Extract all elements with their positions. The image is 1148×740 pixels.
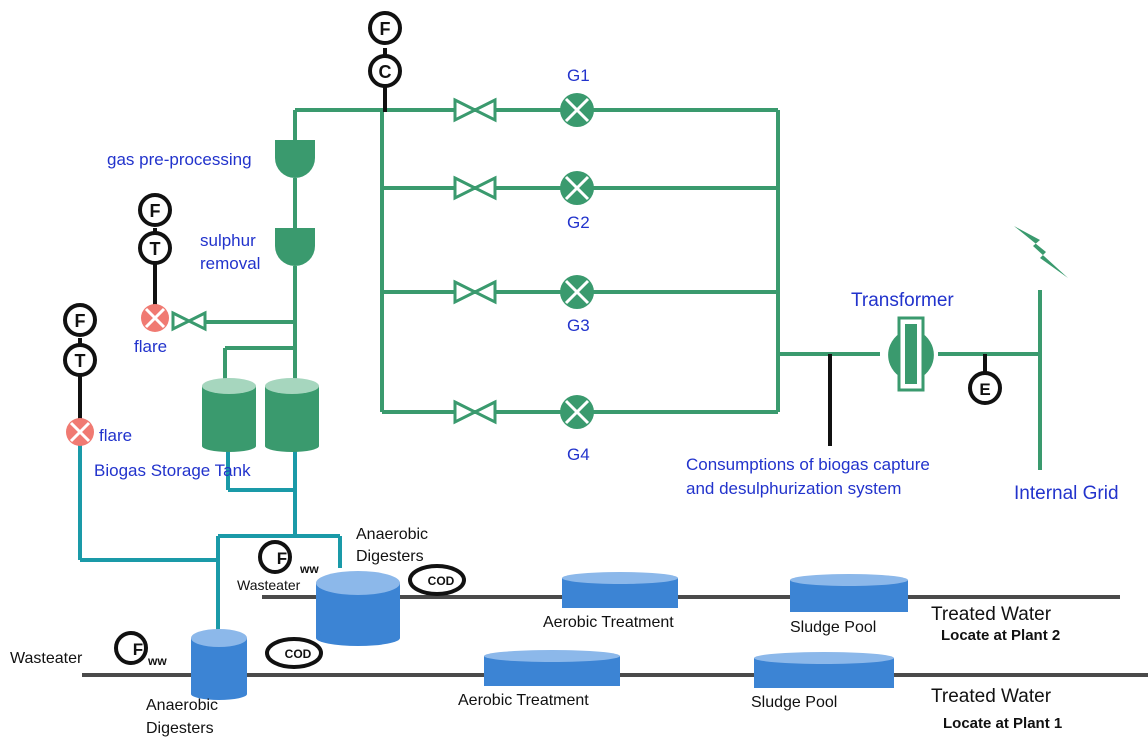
- flare-icon: [66, 418, 94, 446]
- instrument-flare-upper-flow: F: [138, 193, 172, 227]
- digester-bottom-label-line2: Digesters: [146, 720, 214, 737]
- gas-preprocessing-vessel: [275, 140, 315, 178]
- aerobic-tank-bottom: [484, 650, 620, 686]
- svg-text:F: F: [150, 201, 161, 221]
- generator-icon[interactable]: [560, 171, 594, 205]
- valve-icon[interactable]: [171, 310, 207, 332]
- svg-text:COD: COD: [428, 574, 455, 588]
- wastewater-bottom-label: Wasteater: [10, 650, 83, 667]
- instrument-ww-flow-top: F ww: [258, 540, 319, 576]
- instrument-flare-lower-flow: F: [63, 303, 97, 337]
- storage-tank-label: Biogas Storage Tank: [94, 461, 251, 480]
- collection-pipes: [78, 445, 342, 630]
- instrument-flare-upper-temp: T: [138, 231, 172, 265]
- svg-text:F: F: [133, 640, 143, 659]
- treated-water-top-label: Treated Water: [931, 604, 1052, 625]
- digester-top-label-line1: Anaerobic: [356, 526, 428, 543]
- internal-grid-label: Internal Grid: [1014, 483, 1119, 504]
- svg-text:E: E: [979, 380, 990, 399]
- transformer-label: Transformer: [851, 290, 954, 311]
- digester-bottom-label-line1: Anaerobic: [146, 697, 218, 714]
- valve-icon[interactable]: [453, 97, 497, 123]
- flare-icon: [141, 304, 169, 332]
- generator-icon[interactable]: [560, 395, 594, 429]
- aerobic-tank-top: [562, 572, 678, 608]
- transformer-icon: [888, 316, 934, 392]
- generator-g1-label: G1: [567, 66, 590, 85]
- consumption-label-line2: and desulphurization system: [686, 479, 901, 498]
- svg-text:ww: ww: [299, 562, 319, 576]
- generator-g3-label: G3: [567, 316, 590, 335]
- sludge-pool-bottom: [754, 652, 894, 688]
- anaerobic-digester-bottom: [191, 629, 247, 700]
- storage-tank-right: [265, 378, 319, 452]
- svg-text:T: T: [150, 239, 161, 259]
- valve-icon[interactable]: [453, 279, 497, 305]
- aerobic-top-label: Aerobic Treatment: [543, 614, 674, 631]
- instrument-ww-flow-bottom: F ww: [114, 631, 167, 668]
- sludge-pool-top: [790, 574, 908, 612]
- sludge-top-label: Sludge Pool: [790, 619, 876, 636]
- treated-water-bottom-label: Treated Water: [931, 686, 1052, 707]
- instrument-flare-lower-temp: T: [63, 343, 97, 377]
- aerobic-bottom-label: Aerobic Treatment: [458, 692, 589, 709]
- plant1-label: Locate at Plant 1: [943, 715, 1062, 732]
- instrument-energy-meter: E: [968, 371, 1002, 405]
- digester-top-label-line2: Digesters: [356, 548, 424, 565]
- valve-icon[interactable]: [453, 399, 497, 425]
- svg-text:C: C: [379, 62, 392, 82]
- svg-text:COD: COD: [285, 647, 312, 661]
- instrument-cod-top: COD: [408, 564, 466, 596]
- flare-lower-label: flare: [99, 426, 132, 445]
- flare-upper-label: flare: [134, 337, 167, 356]
- instrument-cod-bottom: COD: [265, 637, 323, 669]
- sulphur-removal-vessel: [275, 228, 315, 266]
- svg-text:F: F: [380, 19, 391, 39]
- svg-text:ww: ww: [147, 654, 167, 668]
- instrument-gas-flow: F: [368, 11, 402, 45]
- consumption-label-line1: Consumptions of biogas capture: [686, 455, 930, 474]
- anaerobic-digester-top: [316, 571, 400, 646]
- generator-g4-label: G4: [567, 445, 590, 464]
- generator-icon[interactable]: [560, 93, 594, 127]
- storage-tank-left: [202, 378, 256, 452]
- generator-icon[interactable]: [560, 275, 594, 309]
- gas-preprocessing-label: gas pre-processing: [107, 150, 252, 169]
- generator-g2-label: G2: [567, 213, 590, 232]
- valve-icon[interactable]: [453, 175, 497, 201]
- instrument-gas-composition: C: [368, 54, 402, 88]
- sludge-bottom-label: Sludge Pool: [751, 694, 837, 711]
- wastewater-top-label: Wasteater: [237, 577, 301, 593]
- sulphur-label-line2: removal: [200, 254, 260, 273]
- svg-text:T: T: [75, 351, 86, 371]
- plant2-label: Locate at Plant 2: [941, 627, 1060, 644]
- lightning-icon: [1014, 226, 1068, 278]
- svg-text:F: F: [277, 549, 287, 568]
- sulphur-label-line1: sulphur: [200, 231, 256, 250]
- svg-text:F: F: [75, 311, 86, 331]
